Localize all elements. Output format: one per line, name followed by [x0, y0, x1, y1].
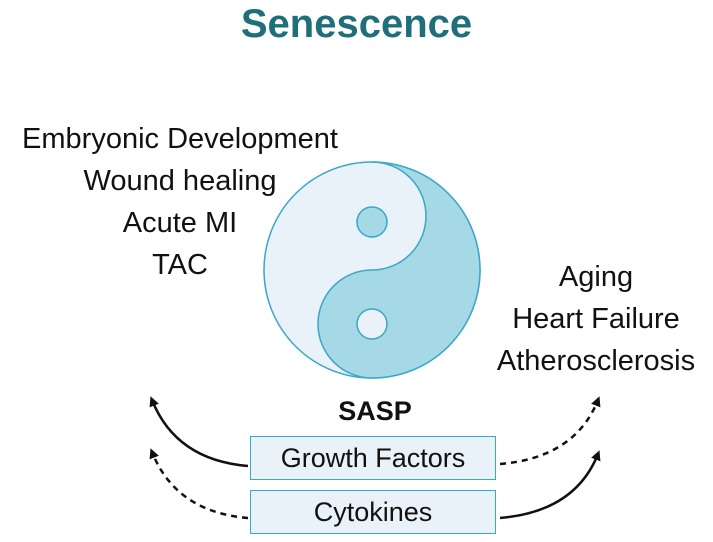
condition-acute-mi: Acute MI: [122, 207, 238, 239]
condition-embryonic-development: Embryonic Development: [22, 123, 338, 155]
sasp-label: SASP: [338, 396, 412, 426]
yin-yang-icon: [263, 161, 481, 379]
condition-tac: TAC: [152, 249, 208, 281]
cytokines-box: Cytokines: [250, 490, 496, 534]
left-conditions-list: Embryonic Development Wound healing Acut…: [0, 118, 360, 286]
growth-factors-box: Growth Factors: [250, 436, 496, 480]
condition-wound-healing: Wound healing: [83, 165, 277, 197]
arrow-cytokines-to-left: [149, 448, 249, 520]
arrow-growth-to-left: [149, 396, 249, 468]
arrow-cytokines-to-right: [499, 450, 601, 520]
condition-aging: Aging: [558, 261, 634, 293]
diagram-title: Senescence: [240, 2, 473, 46]
condition-heart-failure: Heart Failure: [512, 303, 680, 335]
arrow-growth-to-right: [499, 396, 601, 466]
right-conditions-list: Aging Heart Failure Atherosclerosis: [480, 256, 712, 382]
condition-atherosclerosis: Atherosclerosis: [496, 345, 696, 377]
